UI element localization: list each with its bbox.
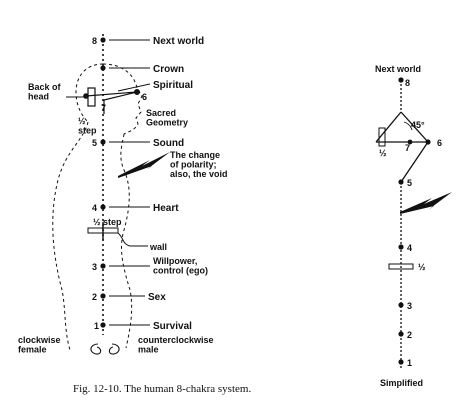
label-line: also, the void (170, 169, 228, 179)
right-point-5 (398, 179, 404, 185)
label-heart: Heart (153, 203, 179, 214)
right-label-angle: 45° (411, 120, 425, 130)
label-line: Geometry (146, 117, 188, 127)
chakra-point-6 (134, 88, 141, 95)
right-number-1: 1 (407, 358, 412, 368)
label-line: Back of (28, 82, 62, 92)
right-label-next-world: Next world (375, 64, 421, 74)
right-point-7 (407, 139, 413, 145)
label-spiritual: Spiritual (153, 80, 193, 91)
base-spirals (90, 343, 120, 355)
chakra-point-1 (100, 322, 106, 328)
chakra-number-7: 7 (101, 103, 106, 113)
right-chakra-points (398, 77, 431, 365)
right-number-5: 5 (407, 178, 412, 188)
label-line: female (18, 344, 47, 354)
right-point-2 (398, 331, 404, 337)
chakra-point-8 (100, 37, 106, 43)
label-line: head (28, 91, 49, 101)
right-number-6: 6 (437, 138, 442, 148)
label-line: ½ (78, 116, 86, 126)
chakra-number-8: 8 (92, 36, 97, 46)
label-line: Willpower, (153, 256, 197, 266)
label-line: clockwise (18, 335, 61, 345)
chakra-number-4: 4 (92, 203, 97, 213)
back-of-head-point (83, 93, 89, 99)
chakra-point-crown (100, 65, 106, 71)
polarity-bolt-right (400, 192, 452, 214)
chakra-point-2 (100, 293, 106, 299)
figure-caption: Fig. 12-10. The human 8-chakra system. (73, 383, 251, 395)
label-wall: wall (149, 242, 167, 252)
wall-bracket (117, 232, 148, 247)
label-crown: Crown (153, 64, 184, 75)
label-survival: Survival (153, 321, 192, 332)
chakra-number-1: 1 (94, 321, 99, 331)
right-point-8 (398, 77, 404, 83)
chakra-point-3 (100, 263, 106, 269)
right-label-half-lower: ½ (418, 262, 426, 272)
chakra-number-3: 3 (92, 262, 97, 272)
right-chakra-column (375, 80, 429, 370)
left-chakra-column (100, 34, 106, 335)
right-point-3 (398, 302, 404, 308)
half-step-bar-mid (87, 222, 119, 240)
label-line: Sacred (146, 108, 176, 118)
label-line: step (78, 125, 97, 135)
clockwise-spiral (90, 343, 102, 355)
chakra-number-5: 5 (92, 138, 97, 148)
label-line: male (138, 344, 159, 354)
right-point-6 (425, 139, 431, 145)
label-line: control (ego) (153, 265, 208, 275)
label-leader-lines (66, 39, 151, 326)
right-point-4 (398, 244, 404, 250)
right-number-8: 8 (405, 78, 410, 88)
right-number-7: 7 (405, 143, 410, 153)
label-line: counterclockwise (138, 335, 214, 345)
chakra-point-4 (100, 204, 106, 210)
label-half-step-mid: ½ step (93, 217, 122, 227)
chakra-number-2: 2 (92, 292, 97, 302)
right-labels: Next world 8 45° 7 6 ½ 5 4 ½ 3 2 1 Simpl… (375, 64, 442, 388)
head-chakra-geometry (83, 87, 141, 114)
right-number-3: 3 (407, 301, 412, 311)
label-line: The change (170, 150, 220, 160)
right-point-1 (398, 359, 404, 365)
label-sex: Sex (148, 292, 166, 303)
polarity-bolt-left (118, 152, 170, 178)
label-next-world: Next world (153, 36, 204, 47)
right-number-2: 2 (407, 330, 412, 340)
label-willpower: Willpower,control (ego) (153, 256, 208, 275)
right-label-simplified: Simplified (380, 378, 423, 388)
right-label-half-upper: ½ (379, 148, 387, 158)
right-number-4: 4 (407, 243, 412, 253)
chakra-point-5 (100, 139, 106, 145)
chakra-number-6: 6 (142, 92, 147, 102)
counterclockwise-spiral (108, 343, 120, 355)
left-chakra-numbers: 8 7 6 5 4 3 2 1 (92, 36, 147, 331)
label-line: of polarity; (170, 159, 217, 169)
half-step-box-upper (87, 87, 96, 107)
label-sound: Sound (153, 138, 184, 149)
